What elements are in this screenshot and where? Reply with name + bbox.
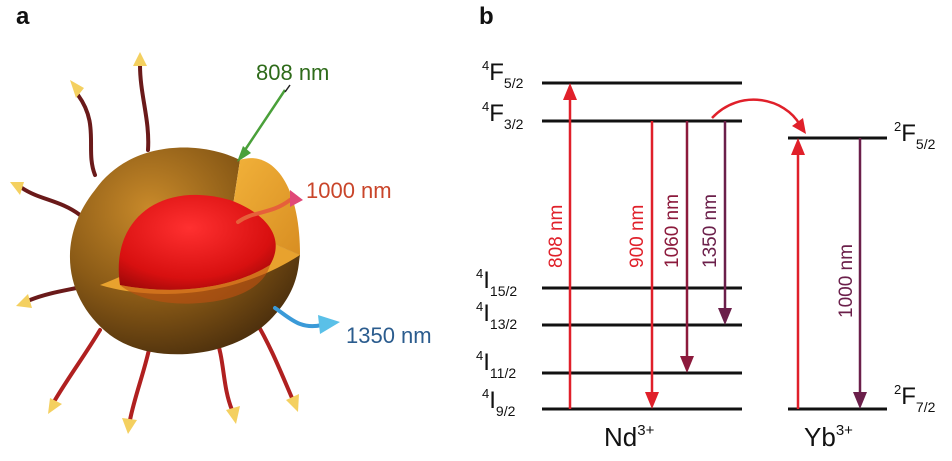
emission-1350-indicator (273, 306, 340, 334)
ligand-tip-bottom-right (226, 406, 240, 424)
level-label-4F32: 4F3/2 (482, 99, 524, 132)
energy-transfer-arrow (711, 98, 806, 134)
ligand-tip-top-left (70, 80, 84, 98)
level-label-4I132: 4I13/2 (476, 299, 517, 332)
level-label-4I112: 4I11/2 (476, 348, 516, 381)
callout-808: 808 nm (256, 60, 329, 85)
ligand-top-left (76, 93, 97, 177)
transition-label-1000: 1000 nm (836, 244, 857, 318)
transition-900-arrow (645, 121, 659, 409)
yb-levels (788, 136, 887, 411)
level-label-2F52: 2F5/2 (894, 119, 936, 152)
ligand-tip-right-lower (286, 394, 299, 412)
yb-level-labels: 2F5/2 2F7/2 (894, 119, 936, 415)
panel-b-label: b (479, 3, 494, 30)
level-label-4I152: 4I15/2 (476, 266, 517, 299)
ligand-left-upper (20, 186, 82, 217)
transition-yb-pump-arrow (791, 138, 805, 409)
transition-1000-arrow (853, 138, 867, 409)
callout-1350: 1350 nm (346, 323, 432, 348)
core-sphere (118, 194, 276, 290)
transition-label-808: 808 nm (546, 205, 567, 268)
excitation-arrow (237, 84, 291, 162)
ligand-tip-bottom-left (48, 398, 62, 414)
nd-levels (542, 81, 742, 411)
level-label-4I92: 4I9/2 (482, 386, 516, 419)
transition-label-1060: 1060 nm (662, 194, 683, 268)
nanoparticle (69, 147, 300, 355)
level-label-2F72: 2F7/2 (894, 382, 936, 415)
core-cut (120, 265, 270, 304)
panel-b: b 4F5/2 4F3/2 4I15/2 (476, 3, 936, 452)
ion-label-yb: Yb3+ (804, 422, 853, 452)
ligand-right-lower (253, 318, 294, 400)
transition-808-arrow (563, 83, 577, 409)
nd-level-labels: 4F5/2 4F3/2 4I15/2 4I13/2 4I11/2 4I9/2 (476, 58, 524, 419)
ligand-tip-bottom-mid (122, 418, 137, 434)
transition-label-1350: 1350 nm (700, 194, 721, 268)
ion-label-nd: Nd3+ (604, 422, 655, 452)
emission-1000-indicator (236, 190, 303, 224)
panel-a-label: a (16, 3, 30, 30)
ligand-tip-top (133, 52, 147, 66)
callout-1000: 1000 nm (306, 178, 392, 203)
ligand-top (138, 63, 151, 152)
transition-1060-arrow (680, 121, 694, 373)
level-label-4F52: 4F5/2 (482, 58, 524, 91)
panel-a: a (10, 3, 432, 434)
transition-1350-arrow (718, 121, 732, 325)
ligand-bottom-mid (128, 343, 152, 422)
transition-label-900: 900 nm (627, 205, 648, 268)
ligand-tip-left-lower (16, 294, 32, 308)
ligand-bottom-left (53, 328, 102, 402)
ligand-tip-left-upper (10, 182, 24, 195)
